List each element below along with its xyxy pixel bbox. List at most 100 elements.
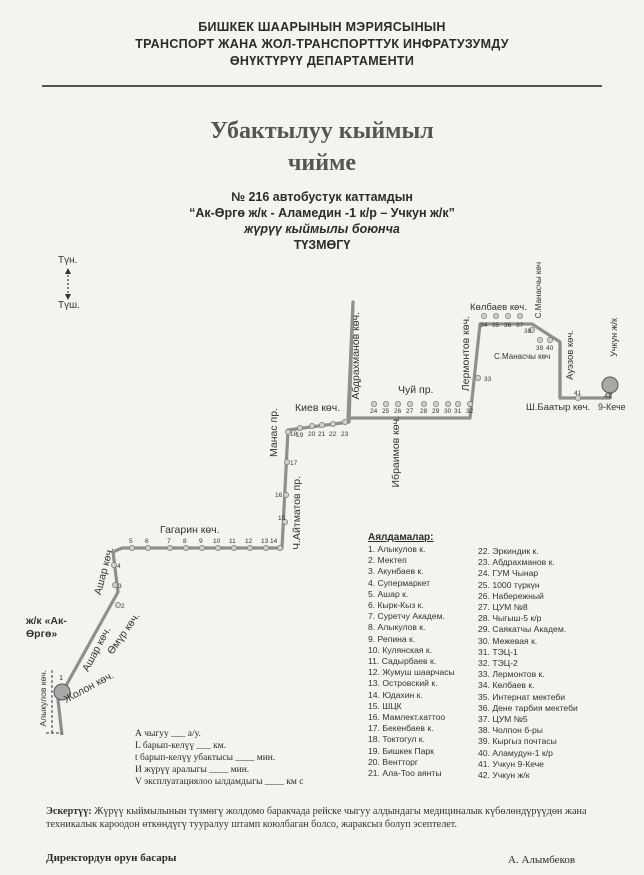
stop-label: 10. Кулянская к.: [368, 644, 433, 655]
note-text: Жүрүү кыймылынын түзмөгү жолдомо баракча…: [46, 806, 587, 830]
terminal-uchkun: [601, 376, 619, 394]
stop-label: 37. ЦУМ №5: [478, 714, 528, 725]
svg-text:9: 9: [199, 538, 203, 545]
svg-text:4: 4: [117, 563, 121, 570]
stop-34: [481, 313, 487, 319]
stop-20: [309, 423, 315, 429]
route-name: “Ак-Өргө ж/к - Аламедин -1 к/р – Учкун ж…: [189, 206, 455, 220]
svg-text:41: 41: [574, 390, 582, 397]
info-roundtrip-time: t барып-келүү убактысы ____ мин.: [135, 753, 276, 763]
stop-label: 22. Эркиндик к.: [478, 546, 539, 556]
svg-text:3: 3: [118, 583, 122, 590]
stop-24: [371, 401, 377, 407]
svg-text:23: 23: [341, 431, 349, 438]
stop-23: [342, 419, 348, 425]
street-alykulov: Алыкулов көч.: [38, 670, 48, 727]
scheme-label: ТҮЗМӨГҮ: [293, 238, 351, 252]
street-9-keche: 9-Кече: [598, 402, 626, 412]
stop-14: [277, 545, 283, 551]
stop-label: 35. Интернат мектеби: [478, 691, 566, 702]
stop-label: 32. ТЭЦ-2: [478, 658, 518, 669]
stop-8: [183, 545, 189, 551]
stop-2: [115, 602, 121, 608]
svg-text:5: 5: [129, 538, 133, 545]
svg-text:35: 35: [492, 322, 500, 329]
svg-text:14: 14: [270, 538, 278, 545]
legend-title: Аялдамалар:: [368, 532, 434, 543]
street-s-manas-vertical: С.Манасчы көч: [534, 262, 543, 319]
department-header-line2: ТРАНСПОРТ ЖАНА ЖОЛ-ТРАНСПОРТТУК ИНФРАТУЗ…: [135, 37, 509, 51]
svg-text:32: 32: [466, 408, 474, 415]
stop-31: [455, 401, 461, 407]
department-header-line1: БИШКЕК ШААРЫНЫН МЭРИЯСЫНЫН: [198, 20, 446, 34]
svg-text:26: 26: [394, 408, 402, 415]
stop-label: 39. Кыргыз почтасы: [478, 736, 557, 747]
stop-label: 19. Бишкек Парк: [368, 745, 434, 756]
stop-12: [247, 545, 253, 551]
stop-36: [505, 313, 511, 319]
stop-label: 13. Островский к.: [368, 678, 438, 689]
svg-text:11: 11: [229, 538, 236, 545]
street-s-manas-horizontal: С.Манасчы көч: [494, 352, 551, 361]
stop-label: 17. Бекенбаев к.: [368, 723, 434, 734]
stop-17: [284, 459, 290, 465]
stop-38: [529, 327, 535, 333]
terminal-ak-orgo-label: ж/к «Ак- Өргө»: [26, 615, 67, 640]
stop-32: [467, 401, 473, 407]
street-kolbaev: Көлбаев көч.: [470, 302, 527, 313]
stop-22: [330, 421, 336, 427]
stop-label: 42. Учкун ж/к: [478, 770, 530, 781]
info-distance: L барып-келүү ___ км.: [135, 741, 227, 751]
stop-6: [145, 545, 151, 551]
stop-label: 31. ТЭЦ-1: [478, 646, 518, 657]
svg-text:40: 40: [546, 345, 554, 352]
header-divider: [42, 85, 602, 87]
svg-text:31: 31: [454, 408, 462, 415]
svg-text:17: 17: [290, 460, 298, 467]
stop-label: 8. Алыкулов к.: [368, 622, 426, 633]
stop-label: 2. Мектеп: [368, 555, 407, 566]
svg-text:7: 7: [167, 538, 171, 545]
stop-41: [575, 395, 581, 401]
stop-21: [319, 422, 325, 428]
stop-25: [383, 401, 389, 407]
legend-stops-col1: 1. Алыкулов к. 2. Мектеп 3. Акунбаев к. …: [368, 544, 455, 779]
stop-5: [129, 545, 135, 551]
svg-text:27: 27: [406, 408, 414, 415]
stop-label: 34. Көлбаев к.: [478, 680, 535, 691]
compass-south-label: Түш.: [58, 300, 80, 311]
svg-text:19: 19: [296, 432, 304, 439]
svg-text:10: 10: [213, 538, 221, 545]
stop-37: [517, 313, 523, 319]
street-abdrakhmanov: Абдрахманов көч.: [350, 312, 362, 400]
svg-text:20: 20: [308, 431, 316, 438]
stop-label: 20. Вентторг: [368, 756, 419, 767]
svg-text:33: 33: [484, 376, 492, 383]
street-manas: Манас пр.: [268, 408, 280, 457]
info-departures: А чыгуу ___ а/у.: [135, 729, 201, 739]
info-interval: И жүрүү аралыгы ____ мин.: [135, 765, 250, 775]
compass-north-label: Түн.: [58, 255, 78, 266]
stop-label: 25. 1000 түркүн: [478, 579, 540, 590]
stop-33: [475, 375, 481, 381]
stop-39: [537, 337, 543, 343]
svg-text:29: 29: [432, 408, 440, 415]
svg-text:13: 13: [261, 538, 269, 545]
svg-text:6: 6: [145, 538, 149, 545]
note-label: Эскертүү:: [46, 806, 92, 817]
stop-16: [283, 492, 289, 498]
stop-label: 26. Набережный: [478, 590, 544, 601]
note-paragraph: Эскертүү: Жүрүү кыймылынын түзмөгү жолдо…: [46, 806, 604, 831]
stop-label: 24. ГУМ Чынар: [478, 568, 539, 579]
svg-text:38: 38: [524, 328, 532, 335]
legend-stops-col2: 22. Эркиндик к. 23. Абдрахманов к. 24. Г…: [478, 546, 578, 781]
stop-19: [297, 425, 303, 431]
stop-label: 9. Репина к.: [368, 633, 416, 644]
svg-text:28: 28: [420, 408, 428, 415]
terminal-ak-orgo: [53, 683, 71, 701]
stop-27: [407, 401, 413, 407]
document-title-line2: чийме: [287, 150, 357, 176]
signature-position: Директордун орун басары: [46, 852, 177, 864]
stop-26: [395, 401, 401, 407]
